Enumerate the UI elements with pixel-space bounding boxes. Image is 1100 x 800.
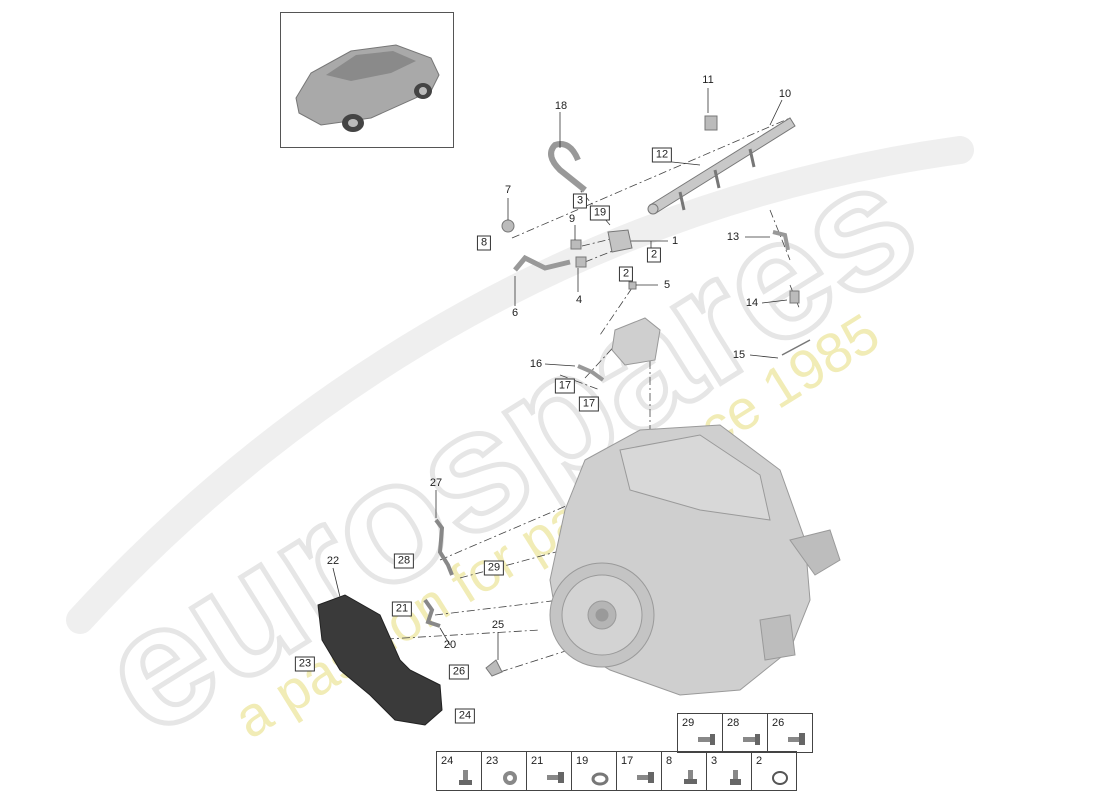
fuel-hose [548,141,587,193]
legend-number: 28 [727,717,740,729]
bolt-icon [788,733,805,745]
o-ring-icon [772,771,788,785]
bushing-part [575,256,587,268]
legend-cell: 17 [616,751,662,791]
legend-cell: 28 [722,713,768,753]
callout-22: 22 [326,555,340,567]
nut-icon [503,771,517,785]
legend-row-2: 24 23 21 19 17 8 3 2 [436,751,797,791]
legend-cell: 24 [436,751,482,791]
legend-number: 2 [756,755,763,767]
box-callout-12: 12 [651,147,673,163]
screw-icon [730,770,741,785]
pump-module [611,317,661,366]
legend-cell: 26 [767,713,813,753]
box-callout-3: 3 [572,193,588,209]
legend-number: 26 [772,717,785,729]
bolt-icon [637,772,654,783]
callout-11: 11 [702,74,714,86]
legend-cell: 29 [677,713,723,753]
bolt-icon [547,772,564,783]
heat-shield [317,594,443,726]
callout-9: 9 [568,213,576,225]
callout-lines [332,88,788,660]
legend-cell: 8 [661,751,707,791]
legend-number: 3 [711,755,718,767]
pressure-sensor [704,115,718,131]
legend-cell: 3 [706,751,752,791]
pipe-part-15 [781,339,811,356]
engine-assembly [549,424,841,696]
vehicle-thumbnail [280,12,454,148]
callout-5: 5 [663,279,671,291]
box-callout-8: 8 [476,235,492,251]
screw-icon [459,770,472,785]
box-callout-24: 24 [454,708,476,724]
screw-icon [684,770,697,784]
legend-number: 17 [621,755,634,767]
valve-part [501,219,515,233]
seal-part [570,239,582,250]
watermark-swoosh [66,136,974,634]
callout-18: 18 [554,100,568,112]
legend-cell: 23 [481,751,527,791]
box-callout-29: 29 [483,560,505,576]
legend-cell: 21 [526,751,572,791]
legend-number: 23 [486,755,499,767]
car-icon [295,44,440,132]
box-callout-21: 21 [391,601,413,617]
bracket-20 [423,598,441,628]
pump [607,229,633,253]
legend-number: 24 [441,755,454,767]
clamp-icon [591,772,609,786]
legend-number: 29 [682,717,695,729]
callout-4: 4 [575,294,583,306]
callout-20: 20 [443,639,457,651]
callout-25: 25 [491,619,505,631]
callout-1: 1 [671,235,679,247]
fuel-pipe [513,254,571,272]
legend-cell: 19 [571,751,617,791]
box-callout-2b: 2 [618,266,634,282]
pipe-part-16 [577,364,605,382]
box-callout-19: 19 [589,205,611,221]
callout-13: 13 [726,231,740,243]
fuel-rail [647,117,796,215]
callout-7: 7 [504,184,512,196]
legend-number: 8 [666,755,673,767]
legend-row-1: 29 28 26 [677,713,813,753]
box-callout-17b: 17 [578,396,600,412]
bracket-27 [434,518,454,576]
part-14 [789,290,800,304]
bolt-icon [698,734,715,745]
box-callout-17a: 17 [554,378,576,394]
box-callout-26: 26 [448,664,470,680]
pipe-part-13 [772,230,790,251]
callout-15: 15 [732,349,746,361]
legend-number: 19 [576,755,589,767]
callout-6: 6 [511,307,519,319]
callout-10: 10 [778,88,792,100]
box-callout-2a: 2 [646,247,662,263]
callout-27: 27 [429,477,443,489]
box-callout-23: 23 [294,656,316,672]
clip-part [628,281,637,290]
callout-14: 14 [745,297,759,309]
callout-16: 16 [529,358,543,370]
legend-cell: 2 [751,751,797,791]
bracket-25 [485,659,503,677]
legend-number: 21 [531,755,544,767]
watermark: eurospares a passion for parts since 198… [66,122,974,774]
bolt-icon [743,734,760,745]
box-callout-28: 28 [393,553,415,569]
